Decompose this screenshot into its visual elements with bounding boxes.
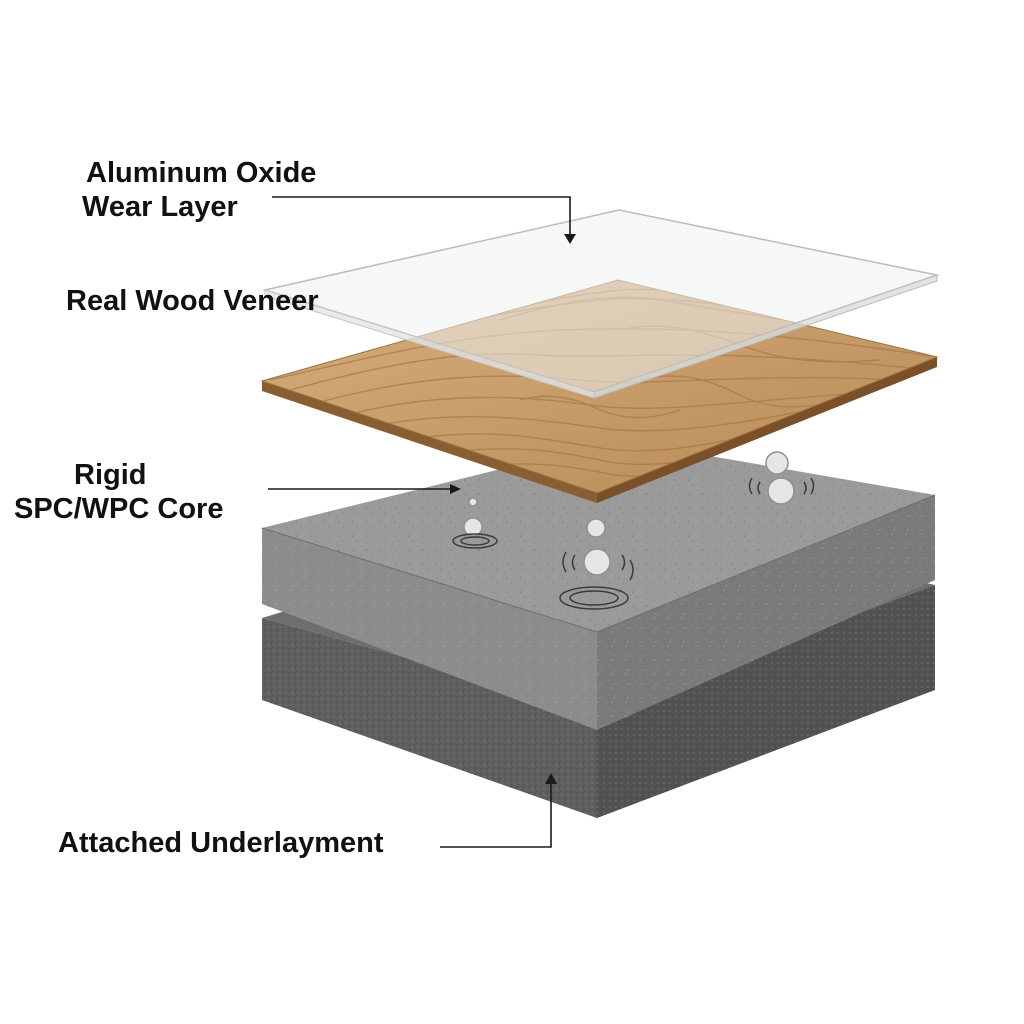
veneer-side-edge [597, 357, 937, 503]
label-wear-layer-line2: Wear Layer [82, 191, 238, 223]
label-core-line2: SPC/WPC Core [14, 493, 224, 525]
water-droplet-icon [583, 548, 611, 576]
water-droplet-icon [765, 451, 789, 475]
water-droplet-icon [586, 518, 606, 538]
label-core-line1: Rigid [74, 459, 147, 491]
underlayment-leader [440, 782, 552, 848]
label-wear-layer: Aluminum Oxide Wear Layer [82, 156, 317, 224]
water-droplet-icon [463, 517, 483, 537]
water-droplet-icon [767, 477, 795, 505]
wear-layer [262, 209, 940, 399]
wear-layer-leader [272, 196, 571, 238]
label-wear-layer-line1: Aluminum Oxide [86, 157, 317, 189]
arrow-right-icon [450, 484, 461, 494]
water-droplets [463, 451, 795, 576]
arrow-down-icon [564, 234, 576, 244]
veneer-front-edge [262, 381, 597, 503]
leader-lines [268, 196, 571, 848]
label-core: Rigid SPC/WPC Core [14, 458, 223, 526]
leader-arrowheads [450, 234, 576, 784]
ripple-icon [452, 477, 815, 610]
label-real-wood-veneer: Real Wood Veneer [66, 285, 319, 317]
arrow-up-icon [545, 773, 557, 784]
label-attached-underlayment: Attached Underlayment [58, 827, 384, 859]
water-droplet-icon [468, 497, 478, 507]
